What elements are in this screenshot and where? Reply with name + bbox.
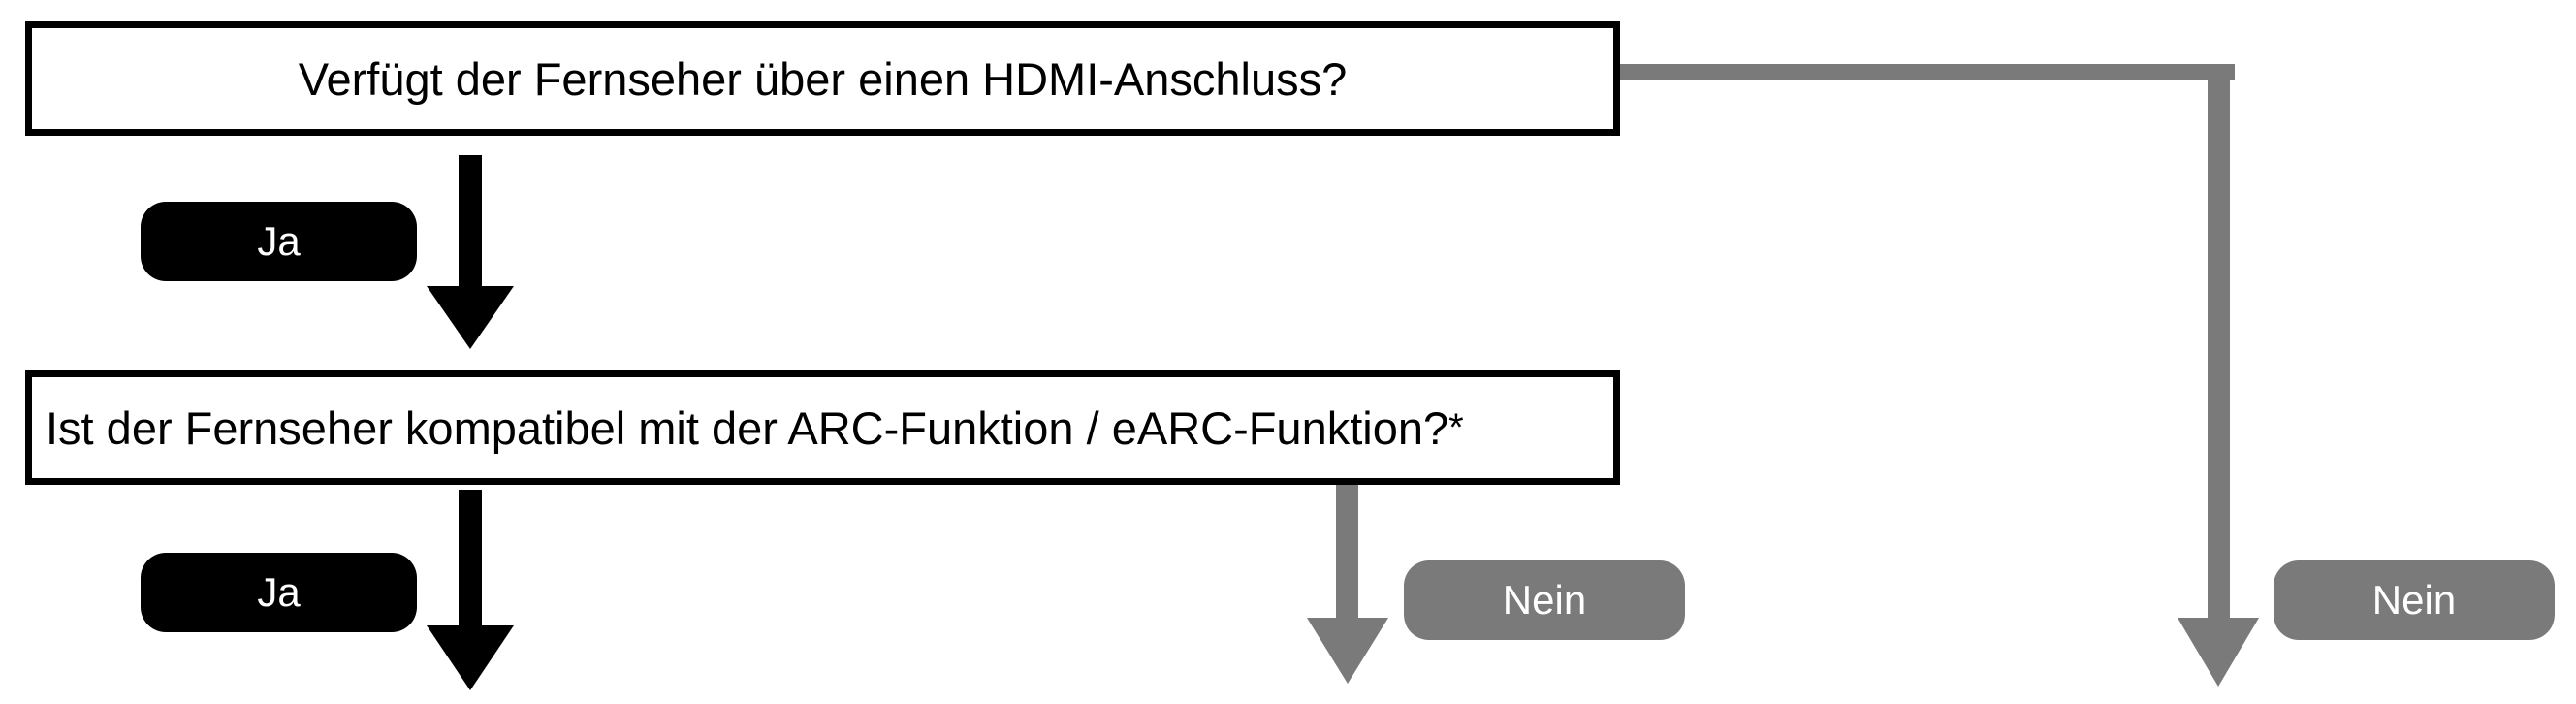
arrow-no-hdmi-right-down (1617, 64, 2259, 687)
arrow-yes-arc-down (427, 490, 514, 690)
decision-box-arc-text: Ist der Fernseher kompatibel mit der ARC… (46, 401, 1449, 454)
arrow-no-arc-down (1307, 483, 1388, 684)
edge-label-yes-hdmi-text: Ja (257, 218, 301, 264)
edge-label-no-hdmi: Nein (2274, 560, 2555, 640)
edge-label-no-hdmi-text: Nein (2371, 577, 2457, 623)
edge-label-yes-arc-text: Ja (257, 569, 301, 615)
decision-box-arc: Ist der Fernseher kompatibel mit der ARC… (25, 370, 1620, 485)
edge-label-no-arc: Nein (1404, 560, 1685, 640)
decision-box-hdmi-text: Verfügt der Fernseher über einen HDMI-An… (298, 52, 1348, 105)
decision-box-hdmi: Verfügt der Fernseher über einen HDMI-An… (25, 21, 1620, 136)
edge-label-yes-arc: Ja (141, 553, 417, 632)
edge-label-no-arc-text: Nein (1502, 577, 1587, 623)
edge-label-yes-hdmi: Ja (141, 202, 417, 281)
arrow-yes-hdmi-to-arc (427, 155, 514, 349)
